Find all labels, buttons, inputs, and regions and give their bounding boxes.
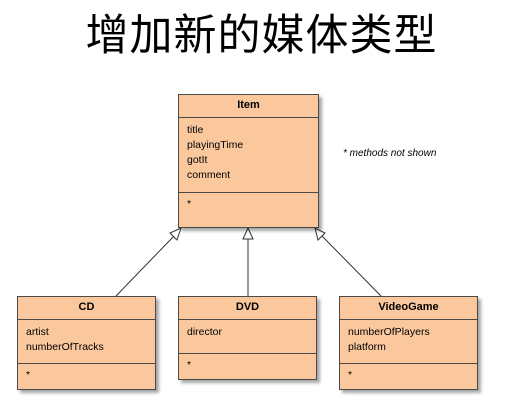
class-item-methods: *	[187, 198, 192, 210]
class-videogame-fields: numberOfPlayers platform	[340, 320, 477, 364]
field-playingtime: playingTime	[187, 139, 244, 151]
videogame-inheritance-line	[321, 235, 382, 297]
class-cd-name: CD	[18, 297, 155, 320]
class-item-fields: title playingTime gotIt comment	[179, 118, 318, 193]
field-numberofplayers: numberOfPlayers	[348, 326, 430, 338]
class-item: Item title playingTime gotIt comment *	[178, 94, 319, 228]
field-director: director	[187, 326, 223, 338]
cd-inheritance-line	[115, 235, 175, 297]
class-item-name: Item	[179, 95, 318, 118]
field-title: title	[187, 124, 204, 136]
class-cd-fields: artist numberOfTracks	[18, 320, 155, 364]
class-videogame-name: VideoGame	[340, 297, 477, 320]
class-dvd: DVD director *	[178, 296, 317, 380]
field-artist: artist	[26, 326, 49, 338]
class-videogame-methods: *	[348, 369, 353, 381]
field-numberoftracks: numberOfTracks	[26, 341, 104, 353]
field-comment: comment	[187, 169, 231, 181]
class-dvd-methods: *	[187, 359, 192, 371]
slide-title: 增加新的媒体类型	[85, 11, 438, 61]
class-videogame: VideoGame numberOfPlayers platform *	[339, 296, 478, 390]
methods-note: * methods not shown	[343, 148, 437, 159]
dvd-inheritance-arrowhead	[242, 226, 254, 240]
class-dvd-fields: director	[179, 320, 316, 354]
field-platform: platform	[348, 341, 386, 353]
cd-inheritance-arrowhead	[169, 227, 182, 241]
class-cd-methods: *	[26, 369, 31, 381]
class-cd: CD artist numberOfTracks *	[17, 296, 156, 390]
class-dvd-name: DVD	[179, 297, 316, 320]
field-gotit: gotIt	[187, 154, 208, 166]
videogame-inheritance-arrowhead	[314, 227, 326, 241]
